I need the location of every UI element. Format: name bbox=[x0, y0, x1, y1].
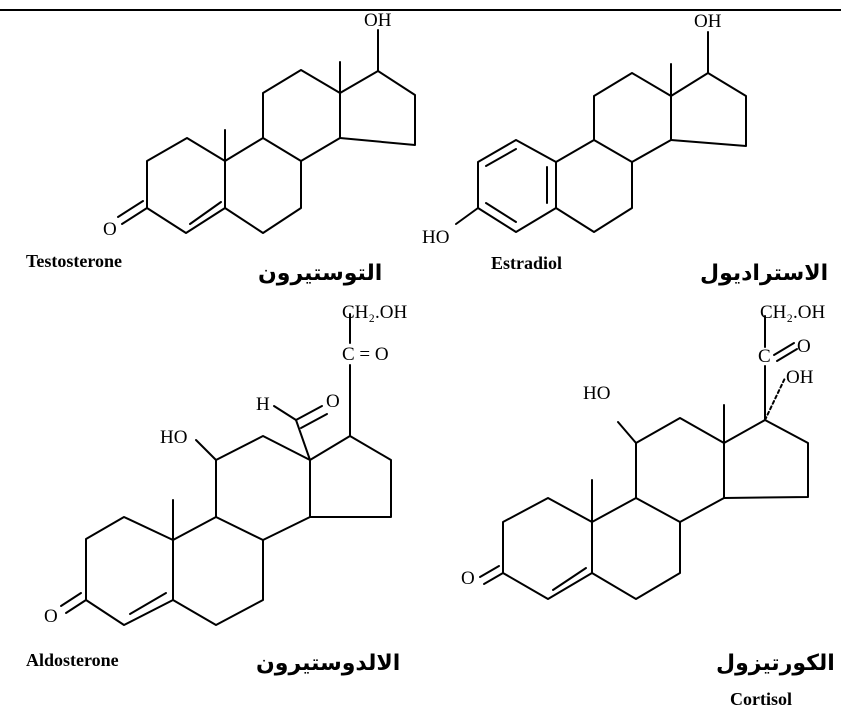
aldosterone-c4-c5-double bbox=[129, 592, 167, 615]
cortisol-carbonyl-double-2 bbox=[479, 565, 500, 578]
aldosterone-carbonyl-double-2 bbox=[60, 592, 82, 607]
testosterone-oh-label: OH bbox=[364, 10, 392, 31]
aldosterone-o-label: O bbox=[44, 606, 58, 627]
aldosterone-co-label: C = O bbox=[342, 344, 389, 365]
estradiol-aromatic-inner-1 bbox=[485, 148, 517, 167]
estradiol-ho-label: HO bbox=[422, 227, 449, 248]
testosterone-structure: OH O Testosterone التوستيرون bbox=[26, 10, 416, 286]
testosterone-carbonyl-double-1 bbox=[121, 207, 148, 225]
cortisol-name-en: Cortisol bbox=[730, 689, 792, 709]
aldosterone-name-en: Aldosterone bbox=[26, 650, 119, 670]
aldosterone-ho-label: HO bbox=[160, 427, 187, 448]
cortisol-17-oh-label: OH bbox=[786, 367, 814, 388]
cortisol-ring-d bbox=[723, 419, 809, 499]
cortisol-ch2oh-label: CH₂.OH bbox=[760, 302, 825, 323]
aldosterone-structure: CH₂.OH C = O H O HO O Aldosterone الالدو… bbox=[26, 302, 407, 676]
estradiol-aromatic-inner-3 bbox=[485, 202, 517, 223]
testosterone-name-en: Testosterone bbox=[26, 251, 122, 271]
aldosterone-aldehyde-o-label: O bbox=[326, 391, 340, 412]
cortisol-o-label: O bbox=[461, 568, 475, 589]
cortisol-17-oh-bond bbox=[764, 377, 786, 421]
estradiol-ring-c bbox=[593, 72, 672, 163]
testosterone-ring-c bbox=[262, 69, 341, 162]
estradiol-oh-label: OH bbox=[694, 11, 722, 32]
aldosterone-ch2oh-label: CH₂.OH bbox=[342, 302, 407, 323]
aldosterone-ring-d bbox=[309, 435, 392, 518]
aldosterone-carbonyl-double-1 bbox=[65, 599, 87, 614]
cortisol-ho-label: HO bbox=[583, 383, 610, 404]
estradiol-name-ar: الاستراديول bbox=[700, 261, 828, 286]
testosterone-ring-d bbox=[339, 70, 416, 146]
estradiol-ring-a bbox=[477, 139, 557, 233]
top-rule bbox=[0, 9, 841, 11]
cortisol-carbonyl-double-side-2 bbox=[776, 348, 798, 362]
cortisol-c4-c5-double bbox=[552, 567, 587, 591]
aldosterone-ring-b bbox=[172, 516, 264, 626]
cortisol-c-label: C bbox=[758, 346, 771, 367]
aldosterone-aldehyde-double-1 bbox=[295, 405, 323, 421]
cortisol-ring-c bbox=[635, 417, 725, 523]
aldosterone-ring-c bbox=[215, 435, 311, 541]
estradiol-name-en: Estradiol bbox=[491, 253, 562, 273]
cortisol-carbonyl-double-1 bbox=[483, 572, 504, 585]
aldosterone-aldehyde-double-2 bbox=[300, 413, 328, 429]
aldosterone-aldehyde-h-bond bbox=[273, 405, 297, 421]
cortisol-carbonyl-double-side-1 bbox=[773, 342, 795, 356]
estradiol-ring-b bbox=[555, 139, 633, 233]
testosterone-carbonyl-double-2 bbox=[117, 200, 144, 218]
estradiol-ring-d bbox=[670, 72, 747, 147]
testosterone-ring-a bbox=[146, 137, 226, 234]
testosterone-c4-c5-double bbox=[189, 201, 222, 225]
cortisol-ho-bond bbox=[617, 421, 637, 444]
aldosterone-ho-bond bbox=[195, 439, 217, 461]
testosterone-ring-b bbox=[224, 137, 302, 234]
aldosterone-aldehyde-bond bbox=[295, 419, 311, 461]
testosterone-o-label: O bbox=[103, 219, 117, 240]
estradiol-structure: OH HO Estradiol الاستراديول bbox=[422, 11, 828, 286]
cortisol-carbonyl-o-label: O bbox=[797, 336, 811, 357]
cortisol-ring-b bbox=[591, 497, 681, 600]
cortisol-structure: CH₂.OH C O OH HO O الكورتيزول Cortisol bbox=[461, 302, 835, 709]
cortisol-ring-a bbox=[502, 497, 593, 600]
aldosterone-h-label: H bbox=[256, 394, 270, 415]
aldosterone-ring-a bbox=[85, 516, 174, 626]
cortisol-name-ar: الكورتيزول bbox=[716, 651, 835, 676]
testosterone-name-ar: التوستيرون bbox=[258, 261, 382, 286]
estradiol-ho-bond bbox=[455, 207, 479, 225]
aldosterone-name-ar: الالدوستيرون bbox=[256, 651, 400, 676]
